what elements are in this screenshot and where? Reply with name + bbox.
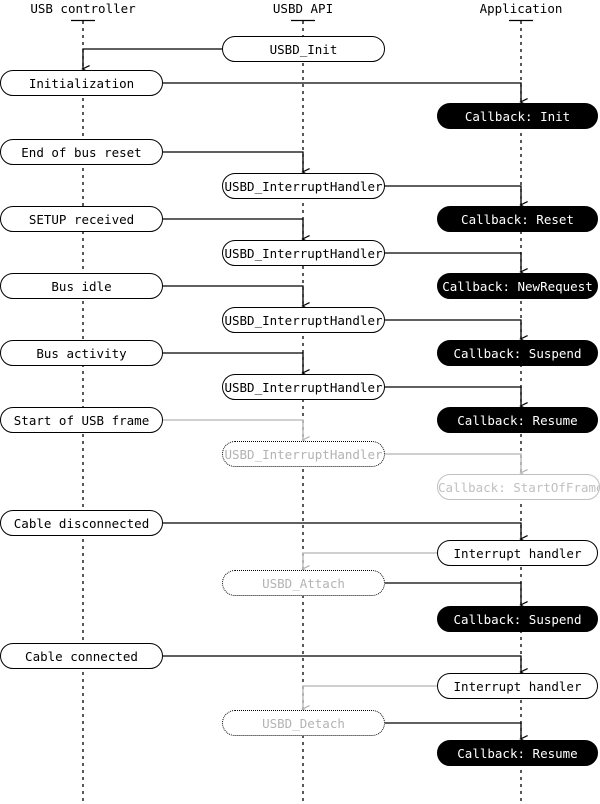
node-label: USBD_Attach xyxy=(262,576,345,591)
node-n09[interactable]: Callback: NewRequest xyxy=(437,273,598,299)
connector-c16 xyxy=(163,655,528,676)
node-label: USBD_Init xyxy=(269,42,338,57)
connector-c07 xyxy=(163,285,310,310)
node-label: Callback: Suspend xyxy=(453,346,582,361)
connector-c08 xyxy=(385,319,528,343)
node-n25[interactable]: USBD_Detach xyxy=(222,710,385,736)
connector-c13 xyxy=(163,522,528,543)
node-label: SETUP received xyxy=(28,212,135,227)
connector-c12 xyxy=(385,453,528,477)
node-label: Interrupt handler xyxy=(453,546,582,561)
connector-c14 xyxy=(301,552,437,573)
node-label: Callback: Reset xyxy=(461,212,574,227)
connector-c03 xyxy=(163,151,310,176)
node-n15[interactable]: Callback: Resume xyxy=(437,407,598,433)
node-label: Bus idle xyxy=(51,279,112,294)
connector-c09 xyxy=(163,352,310,377)
node-label: Callback: NewRequest xyxy=(442,279,593,294)
node-n06[interactable]: Callback: Reset xyxy=(437,206,598,232)
connector-c06 xyxy=(385,252,528,276)
node-n19[interactable]: Cable disconnected xyxy=(0,510,163,536)
node-label: USBD_Detach xyxy=(262,716,345,731)
node-label: USBD_InterruptHandler xyxy=(224,447,383,462)
node-label: USBD_InterruptHandler xyxy=(224,313,383,328)
node-n17[interactable]: USBD_InterruptHandler xyxy=(222,441,385,467)
connector-c01 xyxy=(81,48,222,73)
node-n03[interactable]: Callback: Init xyxy=(437,103,598,129)
column-header-application: Application xyxy=(479,1,563,16)
node-n18[interactable]: Callback: StartOfFrame xyxy=(437,474,600,500)
node-label: Cable connected xyxy=(25,649,138,664)
node-label: Initialization xyxy=(28,76,135,91)
node-n05[interactable]: USBD_InterruptHandler xyxy=(222,173,385,199)
node-n11[interactable]: USBD_InterruptHandler xyxy=(222,307,385,333)
connector-c11 xyxy=(163,419,310,444)
node-label: Callback: StartOfFrame xyxy=(438,480,600,495)
node-n21[interactable]: USBD_Attach xyxy=(222,570,385,596)
node-n14[interactable]: USBD_InterruptHandler xyxy=(222,374,385,400)
node-label: USBD_InterruptHandler xyxy=(224,380,383,395)
connector-c10 xyxy=(385,386,528,410)
node-label: Bus activity xyxy=(36,346,127,361)
connector-c15 xyxy=(385,582,528,609)
node-n13[interactable]: Bus activity xyxy=(0,340,163,366)
node-n10[interactable]: Bus idle xyxy=(0,273,163,299)
node-label: Interrupt handler xyxy=(453,679,582,694)
node-n23[interactable]: Cable connected xyxy=(0,643,163,669)
connector-c17 xyxy=(301,685,437,713)
node-label: End of bus reset xyxy=(21,145,142,160)
node-label: Callback: Init xyxy=(464,109,571,124)
node-n24[interactable]: Interrupt handler xyxy=(437,673,598,699)
column-header-usb-controller: USB controller xyxy=(30,1,136,16)
node-n08[interactable]: USBD_InterruptHandler xyxy=(222,240,385,266)
node-label: USBD_InterruptHandler xyxy=(224,179,383,194)
node-label: Callback: Resume xyxy=(457,413,578,428)
connector-c02 xyxy=(163,82,528,106)
node-n16[interactable]: Start of USB frame xyxy=(0,407,163,433)
node-label: Callback: Resume xyxy=(457,746,578,761)
node-label: Cable disconnected xyxy=(13,516,150,531)
node-n04[interactable]: End of bus reset xyxy=(0,139,163,165)
node-n02[interactable]: Initialization xyxy=(0,70,163,96)
node-n22[interactable]: Callback: Suspend xyxy=(437,606,598,632)
column-header-usbd-api: USBD API xyxy=(272,1,334,16)
node-n07[interactable]: SETUP received xyxy=(0,206,163,232)
node-label: Start of USB frame xyxy=(13,413,150,428)
node-n01[interactable]: USBD_Init xyxy=(222,36,385,62)
node-n12[interactable]: Callback: Suspend xyxy=(437,340,598,366)
node-n20[interactable]: Interrupt handler xyxy=(437,540,598,566)
node-label: USBD_InterruptHandler xyxy=(224,246,383,261)
node-label: Callback: Suspend xyxy=(453,612,582,627)
connector-c18 xyxy=(385,722,528,743)
node-n26[interactable]: Callback: Resume xyxy=(437,740,598,766)
connector-c04 xyxy=(385,185,528,209)
connector-c05 xyxy=(163,218,310,243)
